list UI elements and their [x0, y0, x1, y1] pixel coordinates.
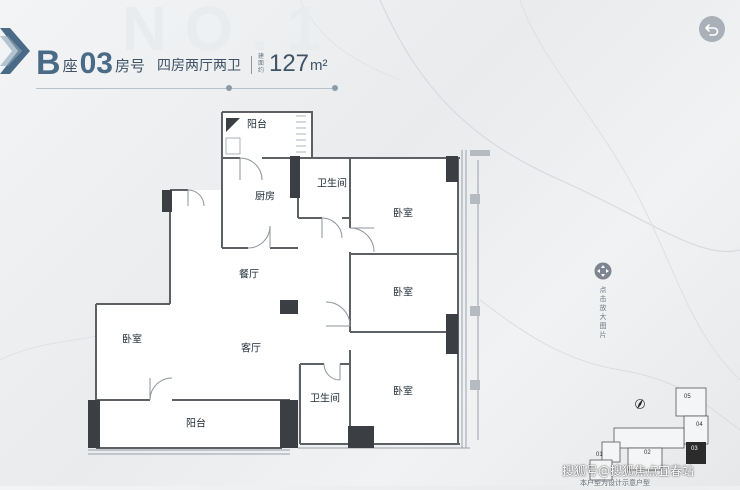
layout-type: 四房两厅两卫: [156, 58, 241, 74]
minimap-label-02: 02: [644, 450, 651, 456]
watermark-number: NO.1: [122, 0, 339, 64]
zoom-hint[interactable]: 点击放大图片: [590, 262, 616, 340]
room-label-bedroom-upper-right: 卧室: [393, 208, 413, 220]
source-credit: 搜狐号@搜狐焦点宜春站: [562, 464, 695, 478]
back-arrow-icon: [705, 24, 719, 36]
minimap-label-04: 04: [696, 422, 703, 428]
minimap-label-01: 01: [596, 452, 603, 458]
room-label-balcony-top: 阳台: [247, 119, 267, 131]
disclaimer-note: 本户型为设计示意户型: [580, 479, 650, 487]
header-separator: [250, 56, 252, 74]
unit-suffix: 房号: [114, 57, 145, 75]
header-underline: [36, 88, 332, 89]
area-unit: m²: [310, 57, 328, 74]
room-label-bedroom-left: 卧室: [122, 334, 142, 346]
building-minimap: 05 04 03 02 01: [588, 384, 740, 490]
room-label-living: 客厅: [241, 343, 261, 355]
header-dot: [226, 85, 232, 91]
room-label-bathroom-bottom: 卫生间: [310, 393, 340, 405]
highlighted-unit: [686, 442, 706, 464]
area-tag: 建面约: [257, 53, 264, 74]
zoom-hint-text: 点击放大图片: [599, 286, 607, 339]
room-label-dining: 餐厅: [239, 269, 259, 281]
building-letter: B: [36, 44, 61, 82]
room-label-bathroom-top: 卫生间: [317, 178, 347, 190]
building-suffix: 座: [62, 57, 78, 75]
minimap-label-05: 05: [684, 394, 691, 400]
unit-number: 03: [79, 47, 113, 80]
compass-icon: [635, 398, 645, 410]
room-label-bedroom-lower-right: 卧室: [393, 386, 413, 398]
room-label-balcony-bottom: 阳台: [186, 418, 206, 430]
header-dot: [332, 85, 338, 91]
room-label-kitchen: 厨房: [255, 191, 275, 203]
area-value: 127: [268, 50, 310, 77]
room-label-bedroom-middle-right: 卧室: [393, 287, 413, 299]
zoom-icon: [594, 262, 612, 280]
back-button[interactable]: [699, 16, 725, 42]
minimap-label-03: 03: [691, 446, 698, 452]
unit-header: B 座 03 房号 四房两厅两卫 建面约 127 m²: [36, 40, 328, 80]
chevron-decor-icon: [0, 28, 30, 74]
